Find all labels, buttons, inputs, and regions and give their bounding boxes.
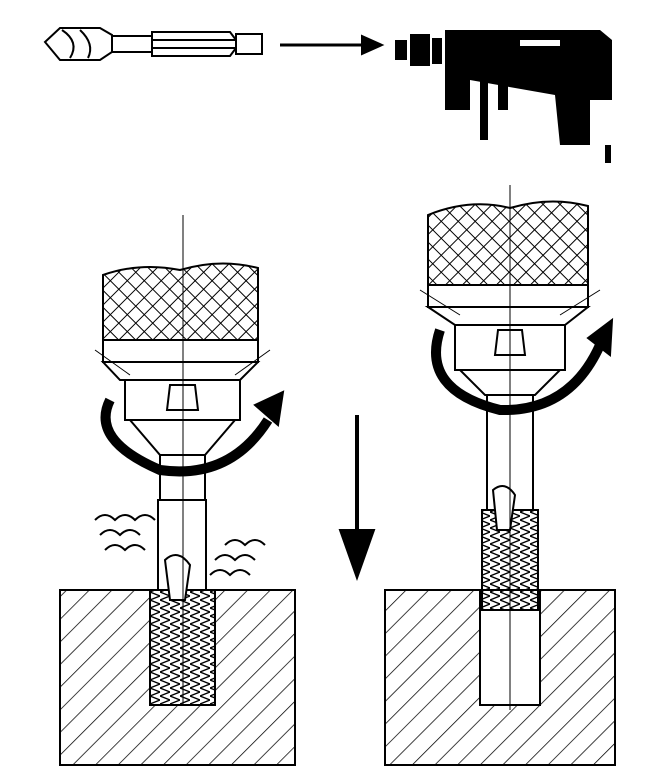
chuck-knurl-left: [102, 262, 259, 341]
left-assembly: [59, 215, 296, 766]
extractor-bit-icon: [43, 27, 263, 61]
right-assembly: [384, 185, 616, 766]
chuck-knurl-right: [427, 200, 589, 286]
drill-icon: [395, 30, 612, 163]
rotation-arrow-icon: [100, 397, 273, 477]
chips-left: [94, 514, 266, 577]
arrow-down-icon: [338, 415, 376, 581]
arrow-right-icon: [280, 34, 385, 56]
rotation-arrow-icon: [431, 328, 605, 416]
